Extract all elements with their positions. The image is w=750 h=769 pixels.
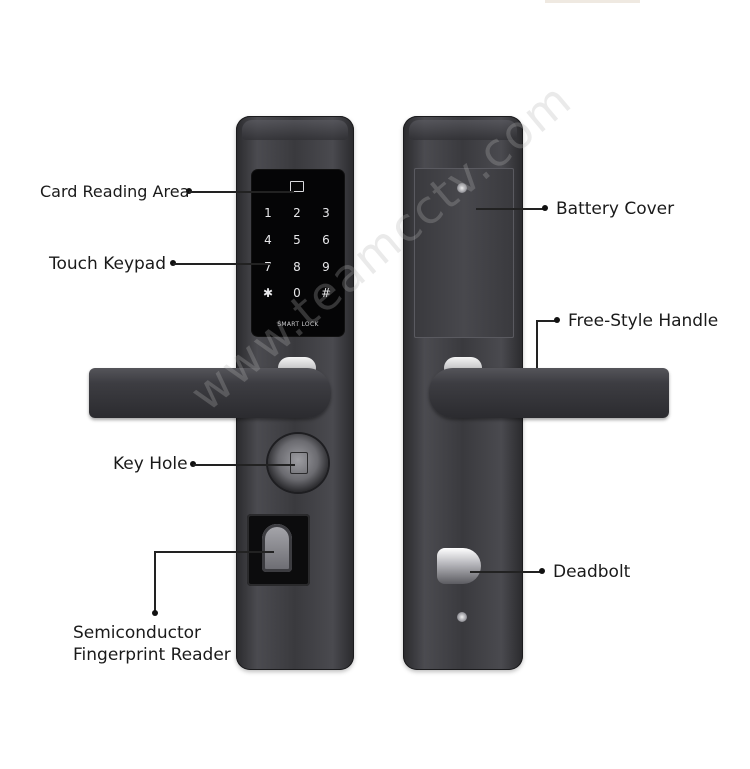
callout-line <box>536 320 538 368</box>
smart-lock-brand: SMART LOCK <box>277 321 319 328</box>
back-lever-handle[interactable] <box>429 368 669 418</box>
callout-line <box>193 464 295 466</box>
callout-line <box>476 208 543 210</box>
keyhole-slot <box>290 452 308 474</box>
callout-line <box>536 320 555 322</box>
keypad-key[interactable]: 4 <box>264 233 272 247</box>
callout-line <box>189 191 294 193</box>
keypad-key[interactable]: 5 <box>293 233 301 247</box>
keypad-key[interactable]: 0 <box>293 286 301 300</box>
screw-icon <box>457 183 467 193</box>
label-deadbolt: Deadbolt <box>553 562 631 582</box>
front-lever-handle[interactable] <box>89 368 331 418</box>
fingerprint-sensor-icon <box>262 524 292 572</box>
keypad-key[interactable]: 6 <box>322 233 330 247</box>
battery-cover-panel[interactable] <box>414 168 514 338</box>
label-fingerprint-line1: Semiconductor <box>73 623 202 643</box>
keypad-key[interactable]: 7 <box>264 260 272 274</box>
top-decoration <box>545 0 640 3</box>
back-plate-bevel <box>409 120 517 140</box>
screw-icon <box>457 612 467 622</box>
key-hole-cylinder <box>268 434 328 492</box>
keypad-key[interactable]: ✱ <box>262 286 274 300</box>
label-fingerprint-line2: Fingerprint Reader <box>73 645 231 665</box>
callout-line <box>154 551 274 553</box>
front-plate-bevel <box>242 120 348 140</box>
callout-line <box>470 571 540 573</box>
callout-line <box>173 263 270 265</box>
callout-dot <box>554 317 560 323</box>
callout-dot <box>539 568 545 574</box>
keypad-key[interactable]: 1 <box>264 206 272 220</box>
keypad-key[interactable]: 9 <box>322 260 330 274</box>
touch-keypad-panel: 1 2 3 4 5 6 7 8 9 ✱ 0 # SMART LOCK <box>252 170 344 336</box>
callout-dot <box>152 610 158 616</box>
label-key-hole: Key Hole <box>113 454 188 474</box>
callout-dot <box>542 205 548 211</box>
label-card-reading-area: Card Reading Area <box>40 182 190 201</box>
label-touch-keypad: Touch Keypad <box>49 254 167 274</box>
keypad-key[interactable]: 2 <box>293 206 301 220</box>
keypad-key[interactable]: # <box>320 286 332 300</box>
keypad-key[interactable]: 8 <box>293 260 301 274</box>
deadbolt-latch <box>437 548 481 584</box>
keypad-key[interactable]: 3 <box>322 206 330 220</box>
label-free-style-handle: Free-Style Handle <box>568 311 719 331</box>
card-reader-icon <box>290 181 304 192</box>
callout-line <box>154 551 156 613</box>
fingerprint-reader[interactable] <box>247 514 310 586</box>
label-battery-cover: Battery Cover <box>556 199 675 219</box>
